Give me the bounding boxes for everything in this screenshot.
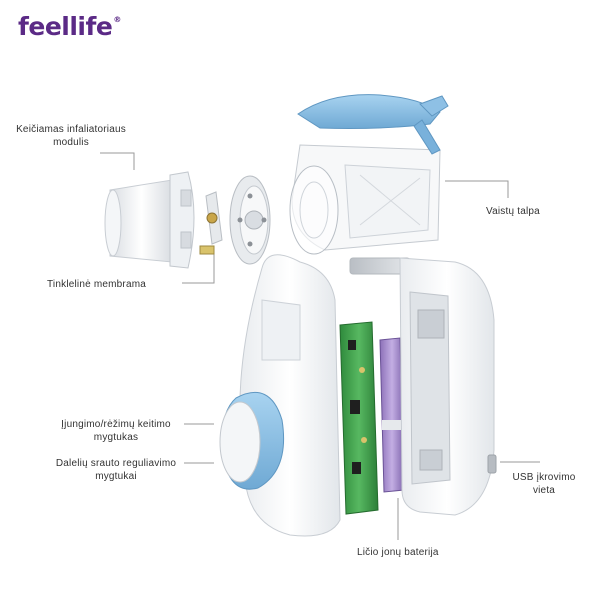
medicine-cup-part <box>289 144 441 275</box>
leader-mesh-module <box>100 152 135 170</box>
label-usb-port: USB įkrovimo vieta <box>504 471 584 497</box>
label-power-button-line1: Įjungimo/rėžimų keitimo <box>61 419 171 430</box>
label-flow-buttons: Dalelių srauto reguliavimo mygtukai <box>46 457 186 483</box>
membrane-disc-part <box>229 175 271 265</box>
label-power-button-line2: mygtukas <box>93 432 139 443</box>
body-left-shell <box>219 254 341 537</box>
leader-membrane <box>182 250 215 284</box>
circuit-board-part <box>339 321 379 515</box>
blue-lid-part <box>297 94 449 155</box>
label-power-button: Įjungimo/rėžimų keitimo mygtukas <box>48 418 184 444</box>
label-mesh-module: Keičiamas infaliatoriaus modulis <box>6 123 136 149</box>
brand-logo: feellife® <box>18 12 121 41</box>
label-usb-port-line2: vieta <box>532 485 556 496</box>
registered-mark: ® <box>113 15 121 24</box>
label-battery: Ličio jonų baterija <box>357 547 439 558</box>
leader-lines <box>100 152 540 540</box>
mesh-module-part <box>104 171 195 269</box>
label-flow-buttons-line1: Dalelių srauto reguliavimo <box>55 458 177 469</box>
label-flow-buttons-line2: mygtukai <box>95 471 137 482</box>
label-mesh-module-line1: Keičiamas infaliatoriaus <box>16 124 126 135</box>
label-mesh-membrane: Tinklelinė membrama <box>47 279 147 290</box>
leader-medicine-cup <box>445 180 509 198</box>
body-right-shell <box>399 257 497 516</box>
mesh-membrane-part <box>199 191 223 255</box>
label-medicine-cup: Vaistų talpa <box>486 206 540 217</box>
label-usb-port-line1: USB įkrovimo <box>512 472 576 483</box>
brand-logo-text: feellife <box>18 12 113 41</box>
label-mesh-module-line2: modulis <box>53 137 89 148</box>
